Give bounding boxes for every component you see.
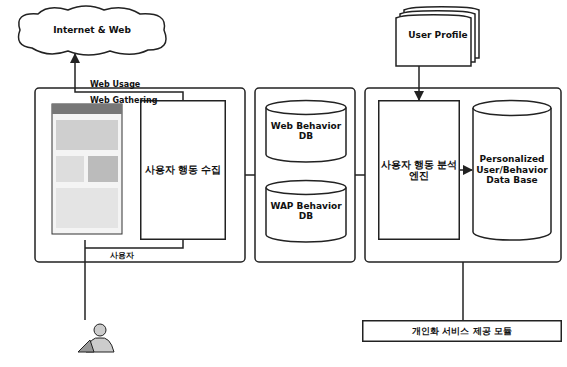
node-text: User Profile <box>406 28 469 42</box>
user-wire <box>85 240 183 248</box>
panel-link <box>462 262 464 320</box>
process-box: 사용자 행동 수집 <box>140 100 226 240</box>
panel-link <box>355 174 365 176</box>
flow-arrow <box>418 66 420 100</box>
flow-arrow <box>75 54 183 100</box>
flow-label: Web Gathering <box>90 96 158 105</box>
flow-arrow <box>460 169 472 171</box>
node-text: WAP Behavior DB <box>265 199 347 224</box>
database-cylinder: Web Behavior DB <box>265 100 347 162</box>
panel-frame <box>35 88 245 262</box>
browser-screenshot <box>52 104 122 234</box>
node-text: Internet & Web <box>51 23 133 37</box>
user-wire <box>84 240 86 320</box>
panel-link <box>245 174 255 176</box>
node-text: 개인화 서비스 제공 모듈 <box>410 324 513 338</box>
node-text: 사용자 행동 수집 <box>143 162 224 178</box>
node-text: Web Behavior DB <box>265 119 347 144</box>
user-icon <box>78 324 114 352</box>
panel-frame <box>255 88 355 262</box>
profile-stack: User Profile <box>395 4 481 66</box>
panel-frame <box>365 88 561 262</box>
module-bar: 개인화 서비스 제공 모듈 <box>362 320 562 342</box>
process-box: 사용자 행동 분석 엔진 <box>378 100 460 240</box>
node-text: 사용자 행동 분석 엔진 <box>378 157 460 184</box>
node-text: Personalized User/Behavior Data Base <box>472 152 552 187</box>
cloud-node: Internet & Web <box>12 4 172 56</box>
database-cylinder: Personalized User/Behavior Data Base <box>472 100 552 240</box>
flow-label: 사용자 <box>110 250 134 261</box>
database-cylinder: WAP Behavior DB <box>265 180 347 242</box>
flow-label: Web Usage <box>90 80 140 89</box>
